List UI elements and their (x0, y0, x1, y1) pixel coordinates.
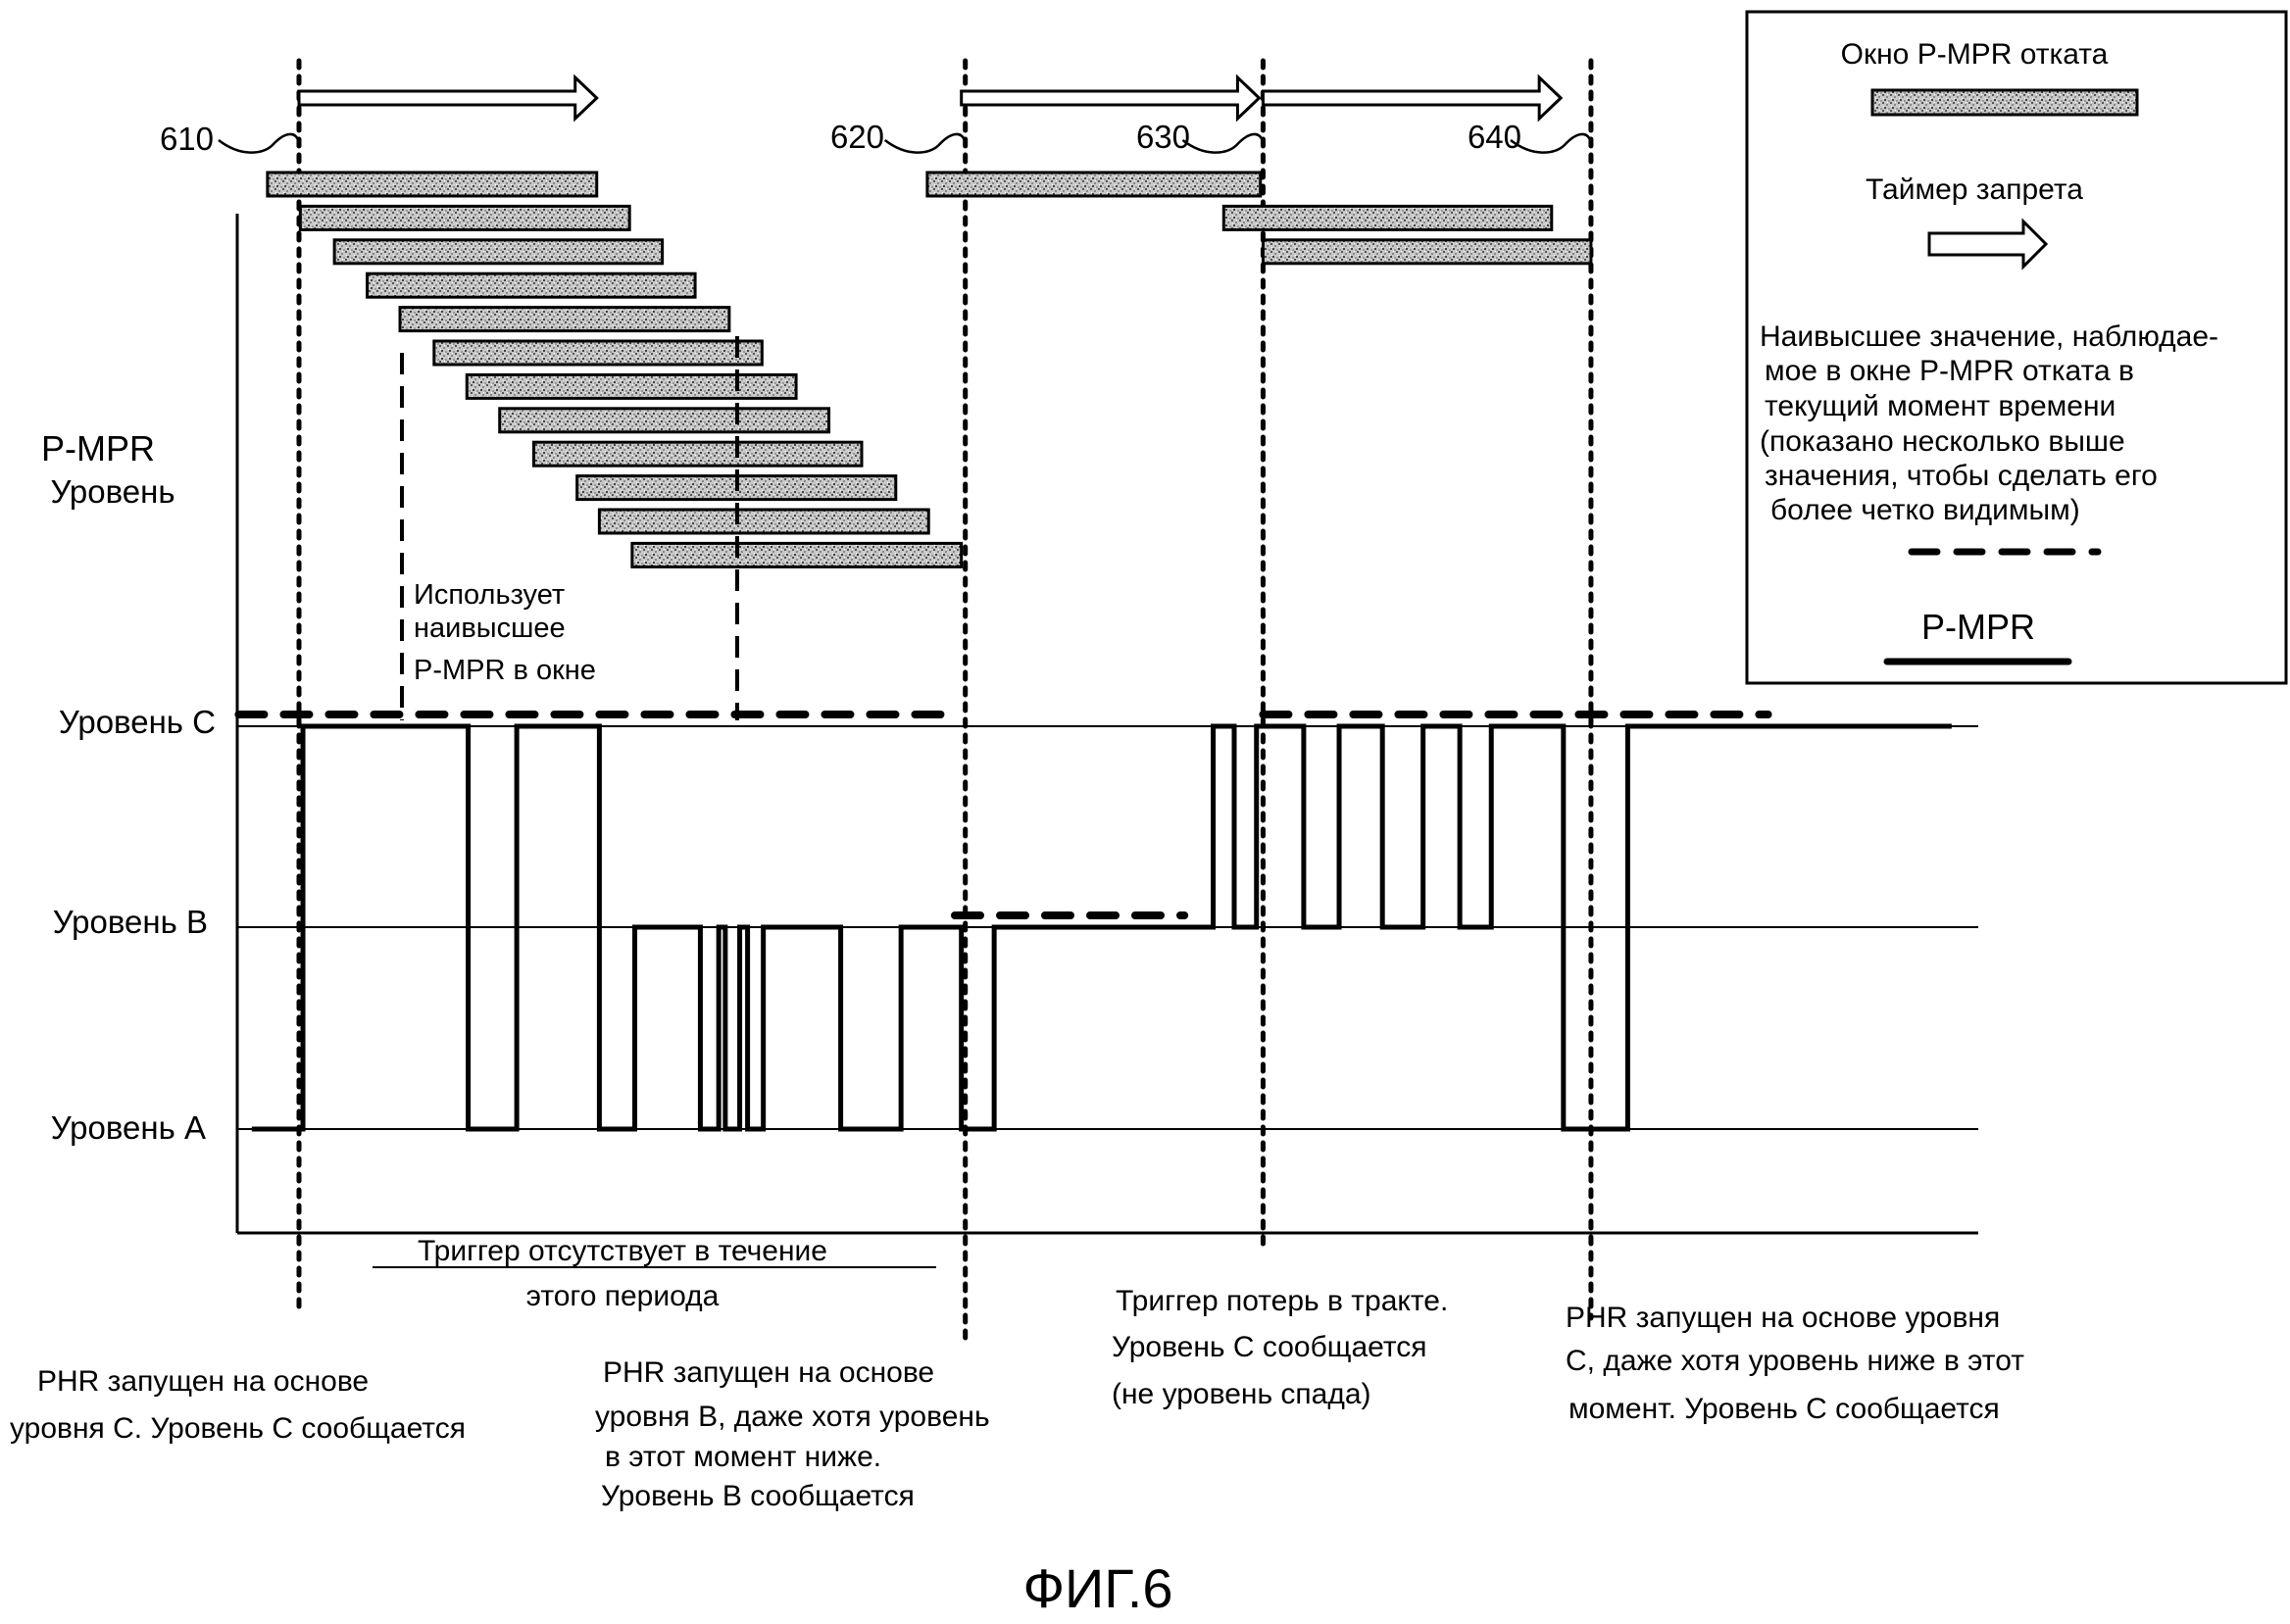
inhibit-timer-arrow (960, 74, 1262, 123)
window-bar (465, 372, 798, 400)
marker-610-callout (218, 132, 301, 154)
marker-620-label: 620 (830, 119, 884, 155)
level-b-label: Уровень В (53, 904, 208, 940)
event-620-line-2: уровня В, даже хотя уровень (595, 1401, 990, 1433)
window-note-line-1: Использует (414, 579, 565, 611)
marker-620-callout (883, 132, 967, 154)
window-bar (432, 339, 764, 367)
event-620-line-1: PHR запущен на основе (603, 1356, 934, 1389)
legend-window-label: Окно P-MPR отката (1841, 38, 2109, 71)
window-note-line-2: наивысшее (414, 613, 566, 644)
pmpr-waveform (251, 723, 1952, 1132)
event-620-line-4: Уровень В сообщается (601, 1480, 915, 1512)
event-610-line-2: уровня С. Уровень С сообщается (10, 1412, 466, 1445)
window-note-line-3: P-MPR в окне (414, 655, 596, 686)
legend-pmpr-label: P-MPR (1921, 607, 2035, 647)
window-bar (266, 171, 599, 198)
event-640-line-1: PHR запущен на основе уровня (1566, 1302, 2000, 1334)
legend-highest-line-4: (показано несколько выше (1760, 425, 2125, 458)
legend-highest-line-6: более четко видимым) (1770, 494, 2080, 526)
level-a-label: Уровень А (51, 1109, 206, 1146)
legend-box (1745, 10, 2288, 685)
window-bar (398, 306, 731, 333)
legend: Окно P-MPR отката Таймер запрета Наивысш… (1745, 10, 2288, 685)
marker-610-label: 610 (160, 121, 214, 157)
marker-640-callout (1510, 132, 1593, 154)
window-bar (498, 407, 831, 434)
highest-value-line (234, 711, 1772, 919)
inhibit-timer-arrow (1261, 74, 1564, 123)
window-bar (630, 541, 964, 568)
legend-highest-line-3: текущий момент времени (1765, 390, 2116, 422)
event-630-line-3: (не уровень спада) (1112, 1378, 1371, 1410)
window-bar (1221, 204, 1554, 231)
y-axis-label-subtitle: Уровень (50, 473, 174, 510)
y-axis-label-title: P-MPR (41, 428, 155, 468)
marker-630-label: 630 (1136, 119, 1190, 155)
window-bar (332, 238, 665, 266)
inhibit-timers (297, 74, 1564, 123)
window-bars (266, 171, 1593, 568)
no-trigger-line-1: Триггер отсутствует в течение (418, 1235, 827, 1267)
legend-highest-line-1: Наивысшее значение, наблюдае- (1760, 320, 2218, 353)
no-trigger-line-2: этого периода (526, 1280, 720, 1312)
time-markers (218, 58, 1594, 1348)
window-bar (925, 171, 1263, 198)
legend-highest-line-5: значения, чтобы сделать его (1765, 460, 2158, 492)
event-610-line-1: PHR запущен на основе (37, 1365, 369, 1398)
hollow-arrow-icon (1927, 218, 2049, 271)
inhibit-timer-arrow (297, 74, 599, 123)
event-640-line-2: С, даже хотя уровень ниже в этот (1566, 1345, 2024, 1377)
window-bar (1261, 238, 1593, 266)
figure-caption: ФИГ.6 (1022, 1557, 1172, 1619)
window-bar (298, 204, 631, 231)
marker-640-label: 640 (1468, 119, 1521, 155)
window-bar (366, 271, 697, 299)
event-640-line-3: момент. Уровень С сообщается (1568, 1393, 2000, 1425)
legend-timer-label: Таймер запрета (1866, 173, 2083, 206)
event-620-line-3: в этот момент ниже. (605, 1441, 881, 1473)
legend-highest-line-2: мое в окне P-MPR отката в (1765, 355, 2134, 387)
event-630-line-1: Триггер потерь в тракте. (1116, 1285, 1448, 1317)
event-630-line-2: Уровень С сообщается (1112, 1331, 1427, 1363)
marker-630-callout (1181, 132, 1265, 154)
pmpr-waveform-line (251, 723, 1952, 1132)
level-c-label: Уровень С (59, 704, 216, 740)
hatched-bar-icon (1870, 88, 2139, 117)
window-bar (532, 440, 864, 468)
window-bar (597, 508, 930, 535)
